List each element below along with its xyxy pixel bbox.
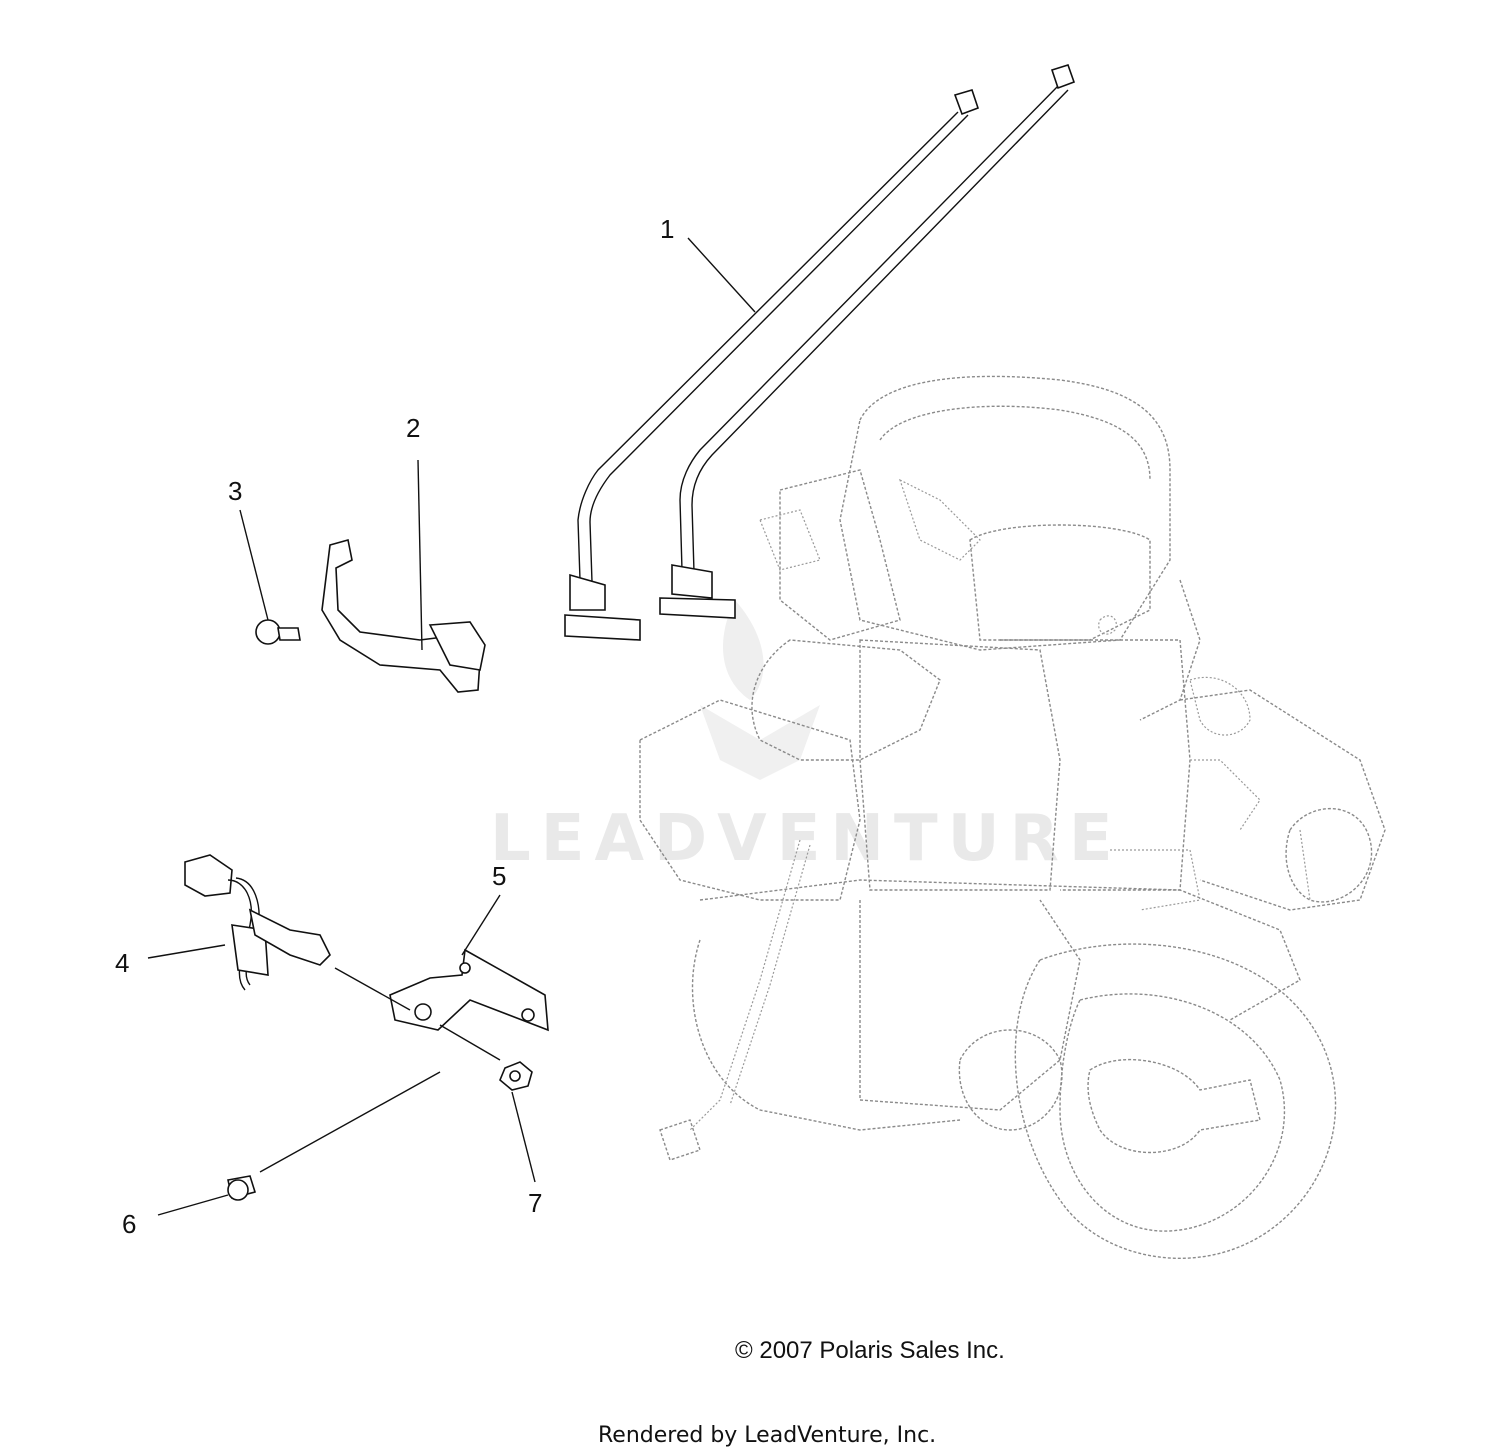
callout-4: 4 xyxy=(115,948,129,978)
callout-1: 1 xyxy=(660,214,674,244)
callout-6: 6 xyxy=(122,1209,136,1239)
rendered-by-credit: Rendered by LeadVenture, Inc. xyxy=(598,1423,936,1448)
leader-lines xyxy=(147,237,756,1216)
part-3-screw xyxy=(255,619,301,645)
part-5-bracket xyxy=(389,948,549,1032)
callout-7: 7 xyxy=(528,1188,542,1218)
part-1-spark-plug-wires xyxy=(564,64,1076,641)
part-7-nut xyxy=(499,1061,533,1091)
part-6-bolt xyxy=(227,1175,257,1201)
part-2-fuel-rail xyxy=(321,538,486,693)
watermark: LEADVENTURE xyxy=(490,600,1123,876)
part-4-sensor xyxy=(184,854,331,991)
engine-illustration xyxy=(639,375,1386,1259)
copyright-notice: © 2007 Polaris Sales Inc. xyxy=(735,1337,1005,1364)
watermark-text: LEADVENTURE xyxy=(490,802,1123,876)
callout-2: 2 xyxy=(406,413,420,443)
callout-5: 5 xyxy=(492,861,506,891)
callout-labels: 1 2 3 4 5 6 7 xyxy=(115,214,674,1239)
callout-3: 3 xyxy=(228,476,242,506)
